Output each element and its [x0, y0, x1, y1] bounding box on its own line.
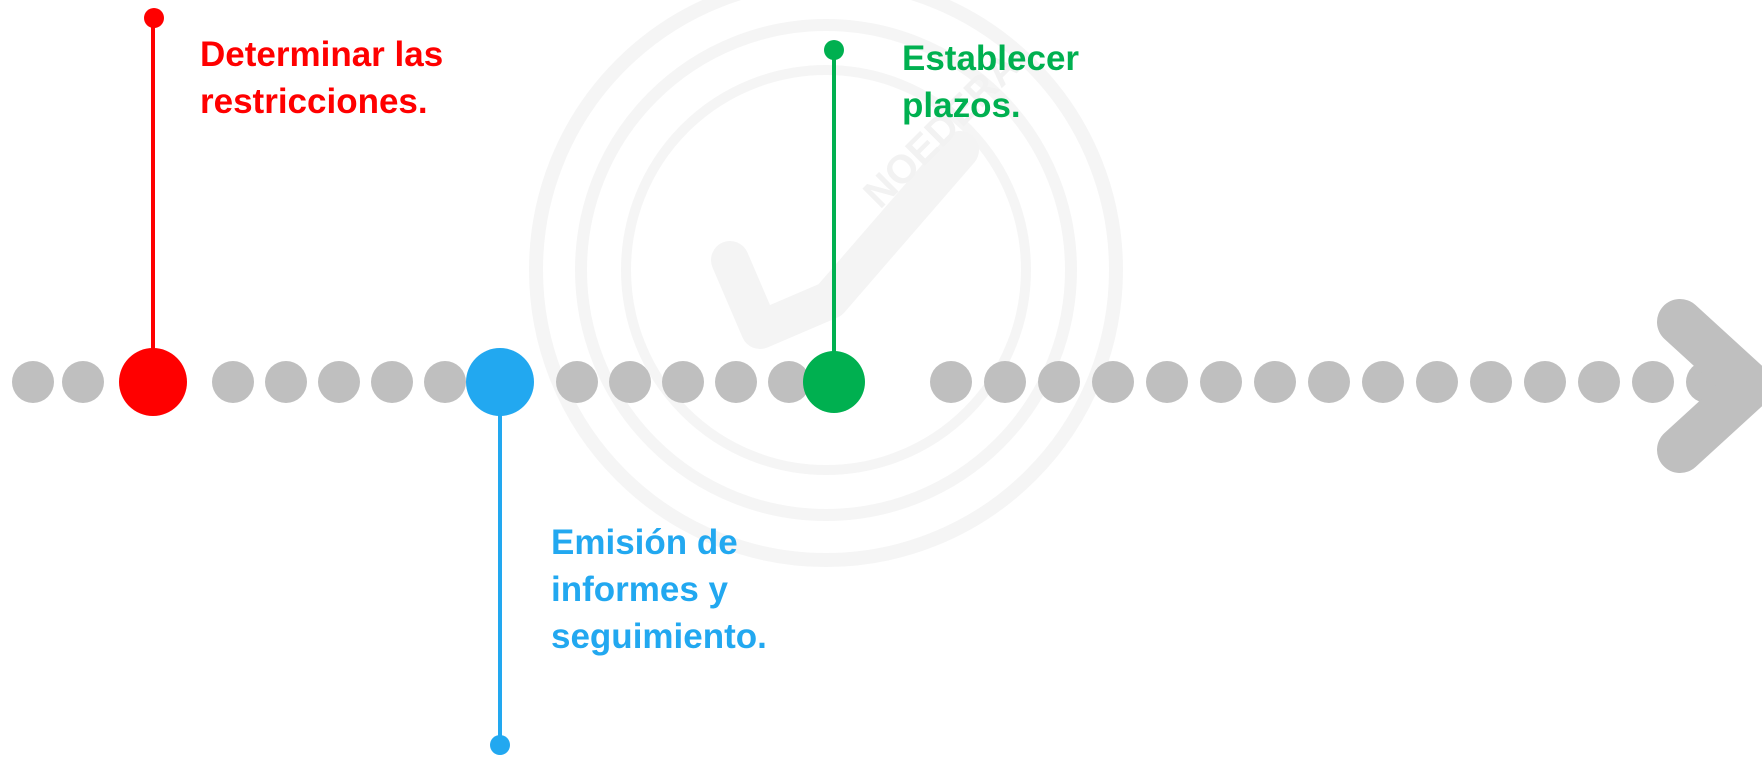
timeline-dot [1146, 361, 1188, 403]
timeline-dot [1416, 361, 1458, 403]
timeline-dot [609, 361, 651, 403]
milestone-1-stem-end [144, 8, 164, 28]
timeline-dot [212, 361, 254, 403]
milestone-3-label-line: Establecer [902, 39, 1080, 78]
timeline-dot [371, 361, 413, 403]
milestone-3-node [803, 351, 865, 413]
milestone-3-marker [803, 40, 865, 413]
timeline-dot [424, 361, 466, 403]
timeline-dot [1470, 361, 1512, 403]
milestone-2-label-line: informes y [551, 570, 728, 609]
milestone-2-marker [466, 348, 534, 755]
milestone-3-label-line: plazos. [902, 86, 1021, 125]
timeline-dot [930, 361, 972, 403]
milestone-1-label: Determinar las restricciones. [200, 31, 443, 125]
timeline-dot [556, 361, 598, 403]
timeline-dot [1632, 361, 1674, 403]
timeline-dot [662, 361, 704, 403]
milestone-1-label-line: Determinar las [200, 35, 444, 74]
milestone-2-label-line: Emisión de [551, 523, 738, 562]
timeline-dot [1308, 361, 1350, 403]
timeline-dot [1092, 361, 1134, 403]
timeline-dot [768, 361, 810, 403]
milestone-2-label-line: seguimiento. [551, 617, 767, 656]
milestone-1-node [119, 348, 187, 416]
timeline-dot [1254, 361, 1296, 403]
milestone-1-label-line: restricciones. [200, 82, 428, 121]
timeline-dot [62, 361, 104, 403]
timeline-dot [1362, 361, 1404, 403]
timeline-arrow-icon [1657, 299, 1762, 473]
milestone-2-node [466, 348, 534, 416]
timeline-dot [984, 361, 1026, 403]
timeline-dot [318, 361, 360, 403]
milestone-1-marker [119, 8, 187, 416]
timeline-dot [12, 361, 54, 403]
timeline-dot [1200, 361, 1242, 403]
timeline-dot [265, 361, 307, 403]
timeline-dot [1578, 361, 1620, 403]
timeline-dot [715, 361, 757, 403]
timeline-dot [1524, 361, 1566, 403]
milestone-3-stem-end [824, 40, 844, 60]
milestone-2-stem-end [490, 735, 510, 755]
timeline-dots [12, 361, 1728, 403]
timeline-dot [1038, 361, 1080, 403]
milestone-2-label: Emisión de informes y seguimiento. [551, 519, 767, 660]
milestone-3-label: Establecer plazos. [902, 35, 1079, 129]
